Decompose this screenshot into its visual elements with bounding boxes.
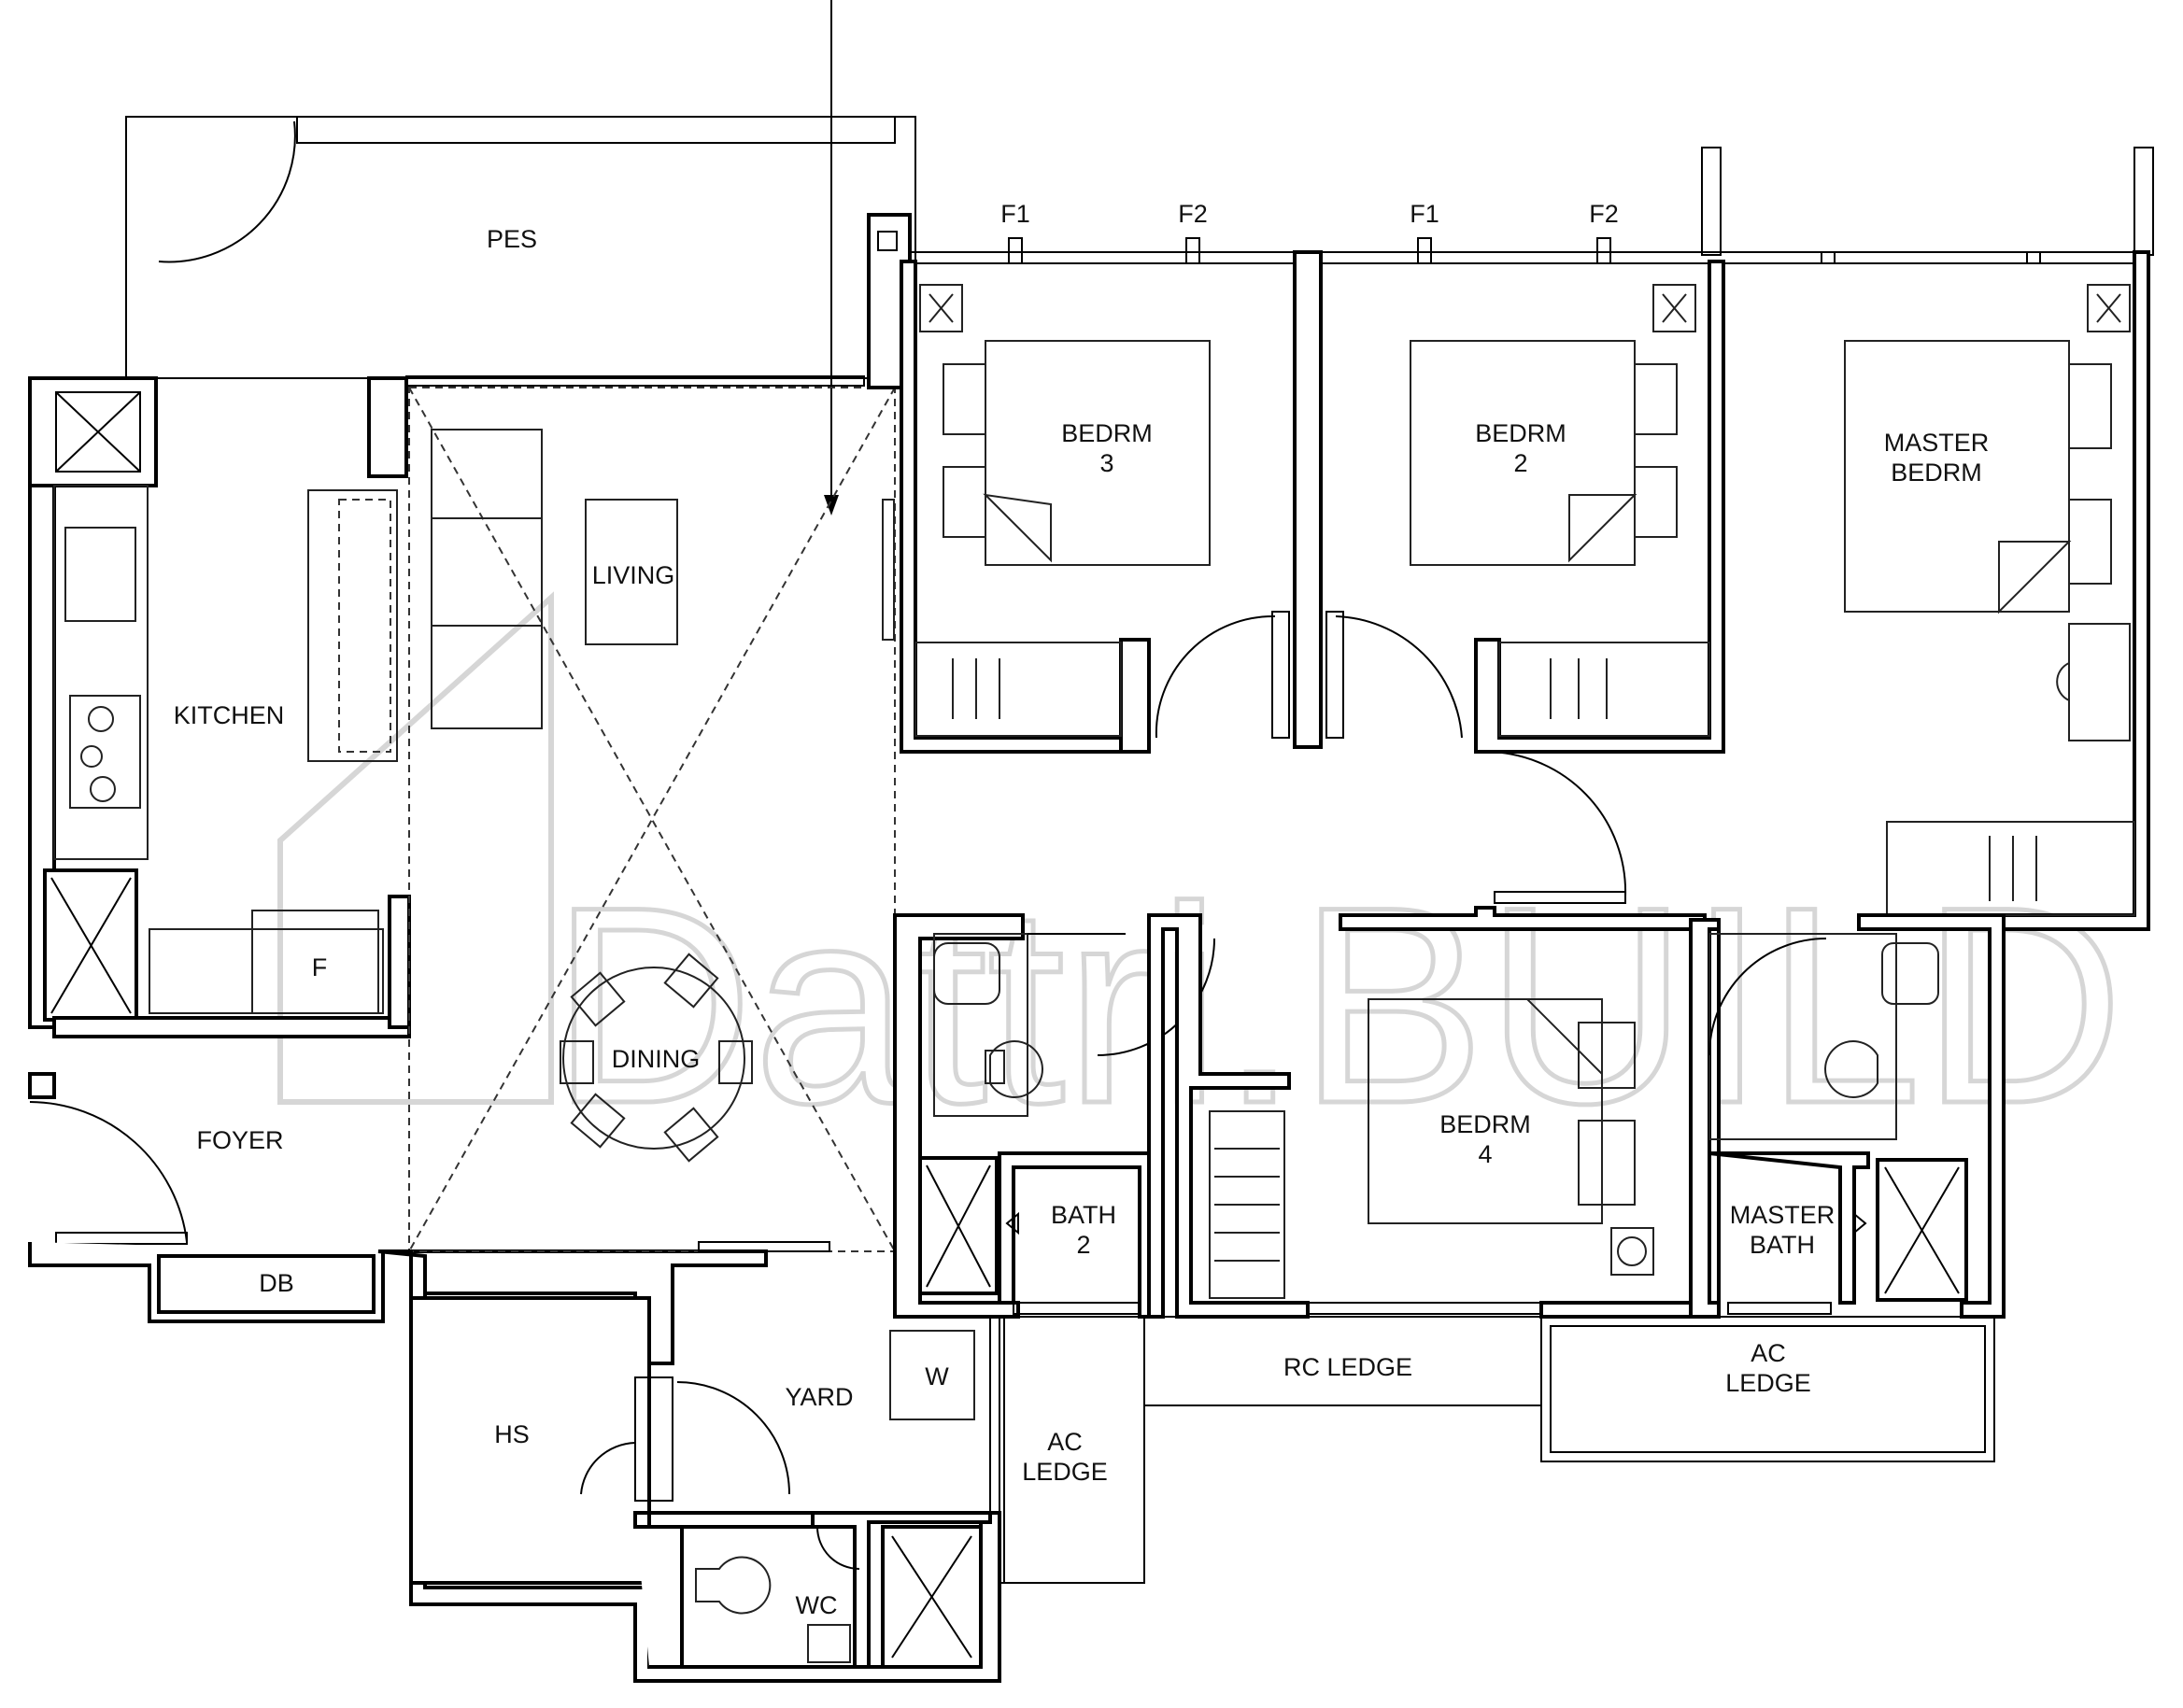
toilet-icon [989,1040,1043,1098]
wardrobe-icon [914,642,1122,737]
foyer-walls [28,1101,768,1365]
bedroom-3 [900,260,1290,754]
master-bedroom [1844,250,2150,931]
label-bedrm2-1: BEDRM [1475,419,1566,447]
label-yard: YARD [785,1383,853,1411]
service-area [377,1249,1001,1683]
fan-icon [919,284,963,332]
coffee-table-icon [585,499,678,645]
kitchen-fixtures [53,485,398,1014]
watermark-logo: Dattri.BUILD [277,591,2126,1165]
bedroom-window-line [910,147,2154,264]
window-mark-f2-a: F2 [1178,200,1208,228]
hob-icon [69,695,141,809]
north-arrow-icon [824,495,839,515]
label-bedrm3-1: BEDRM [1061,419,1153,447]
kitchen-walls [28,376,411,1099]
wc-toilet-icon [695,1556,772,1615]
fridge-box [251,910,379,1014]
label-washer: W [925,1362,949,1390]
label-master-bedrm-1: MASTER [1884,429,1990,457]
bedroom-2 [1325,260,1725,904]
window-marks: F1 F2 F1 F2 [1000,200,1619,228]
label-db: DB [259,1269,294,1297]
label-kitchen: KITCHEN [174,701,285,729]
label-foyer: FOYER [196,1126,283,1154]
label-bedrm2-2: 2 [1513,449,1527,477]
watermark-text: Dattri.BUILD [551,848,2124,1162]
fan-icon-2 [1652,284,1696,332]
label-ac-ledge-right-2: LEDGE [1725,1369,1811,1397]
label-master-bedrm-2: BEDRM [1891,459,1982,487]
bath-2 [893,913,1215,1319]
window-mark-f1-b: F1 [1410,200,1439,228]
desk-icon [2068,623,2131,741]
sofa-icon [431,429,543,729]
partition-wall [1293,250,1323,749]
hs-room [409,1296,651,1585]
label-bedrm4-2: 4 [1478,1140,1492,1168]
label-bath2-2: 2 [1076,1231,1090,1259]
wc-basin-icon [807,1624,851,1663]
label-rc-ledge: RC LEDGE [1283,1353,1412,1381]
basin-icon-2 [1881,942,1939,1005]
label-dining: DINING [612,1045,701,1073]
label-wc: WC [796,1591,838,1619]
pes-area [125,116,916,379]
ledges [989,1316,1995,1584]
toilet-icon-2 [1824,1040,1878,1098]
bedroom-4 [1147,906,1721,1319]
label-ac-ledge-left-2: LEDGE [1022,1458,1108,1486]
label-bedrm4-1: BEDRM [1439,1110,1531,1138]
window-mark-f2-b: F2 [1589,200,1619,228]
washer-box [889,1330,975,1420]
bed-icon [985,340,1211,566]
label-ac-ledge-right-1: AC [1751,1339,1786,1367]
living-dining-zone [405,375,896,1252]
label-fridge: F [312,953,328,981]
sink-icon [64,527,136,622]
label-master-bath-1: MASTER [1730,1201,1836,1229]
label-living: LIVING [592,561,675,589]
label-hs: HS [494,1420,530,1448]
label-bath2-1: BATH [1051,1201,1116,1229]
fan-icon-3 [2087,284,2131,332]
dining-table-icon [562,967,745,1150]
label-ac-ledge-left-1: AC [1047,1428,1083,1456]
label-master-bath-2: BATH [1750,1231,1815,1259]
bed-icon-4 [1368,998,1603,1224]
label-pes: PES [487,225,537,253]
bed-icon-2 [1410,340,1636,566]
window-mark-f1-a: F1 [1000,200,1030,228]
label-bedrm3-2: 3 [1099,449,1113,477]
bed-icon-3 [1844,340,2070,613]
wardrobe-icon-4 [1209,1110,1285,1299]
room-labels: PES LIVING KITCHEN F DINING FOYER DB HS … [174,225,1990,1619]
fan-icon-4 [1610,1227,1654,1276]
